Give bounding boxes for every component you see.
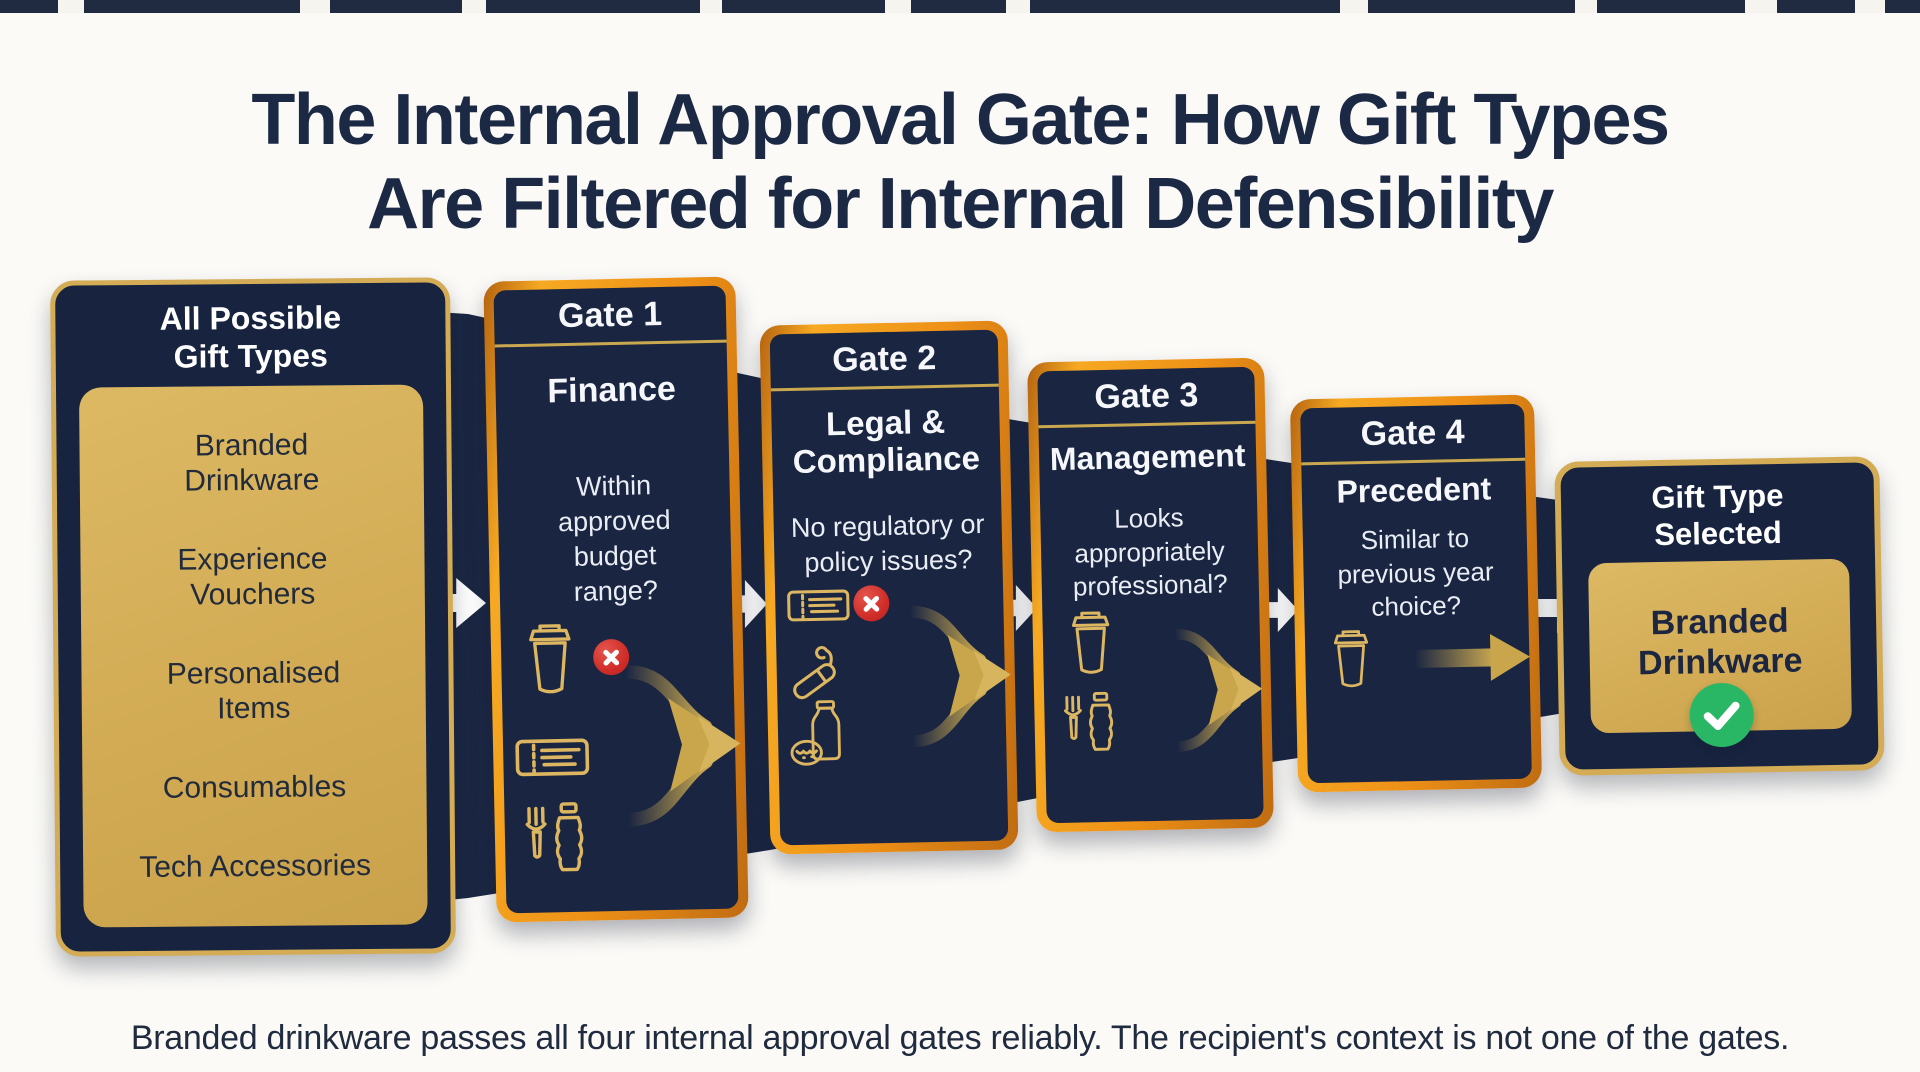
approve-check-icon <box>1688 682 1754 748</box>
result-header-line-2: Selected <box>1653 514 1783 552</box>
list-item: Consumables <box>162 770 347 805</box>
gate-3-question: Looks appropriately professional? <box>1072 502 1228 603</box>
result-box: Gift Type Selected Branded Drinkware <box>1554 456 1885 776</box>
gate-3: Gate 3 Management Looks appropriately pr… <box>1027 357 1274 833</box>
source-box-header: All Possible Gift Types <box>55 298 446 377</box>
fork-bottle-icon <box>518 800 596 896</box>
reject-x-icon <box>852 585 890 622</box>
gift-type-list: Branded Drinkware Experience Vouchers Pe… <box>78 384 428 928</box>
gold-divider <box>494 339 727 348</box>
personalised-item-icon <box>786 638 853 705</box>
pass-arrow-graphic <box>1414 634 1531 682</box>
gold-divider <box>770 383 999 392</box>
gate-2-graphics <box>775 577 1011 846</box>
gate-4-department: Precedent <box>1336 470 1492 510</box>
title-line-1: The Internal Approval Gate: How Gift Typ… <box>251 80 1670 161</box>
gate-4-graphics <box>1305 622 1532 783</box>
source-header-line-1: All Possible <box>159 299 342 337</box>
source-header-line-2: Gift Types <box>173 337 328 375</box>
gate-2-department: Legal & Compliance <box>792 402 981 480</box>
source-box: All Possible Gift Types Branded Drinkwar… <box>50 277 456 957</box>
gate-2: Gate 2 Legal & Compliance No regulatory … <box>759 320 1019 855</box>
gate-1-label: Gate 1 <box>557 294 663 336</box>
gate-3-graphics <box>1042 601 1264 823</box>
list-item: Personalised Items <box>166 656 341 726</box>
gate-2-question: No regulatory or policy issues? <box>790 508 985 578</box>
result-header-line-1: Gift Type <box>1651 477 1784 516</box>
gate-1-department: Finance <box>546 369 677 411</box>
merge-arrow-graphic <box>618 665 741 828</box>
gold-divider <box>1301 457 1526 466</box>
gate-4-label: Gate 4 <box>1360 412 1465 454</box>
list-item: Experience Vouchers <box>177 542 328 612</box>
caption: Branded drinkware passes all four intern… <box>130 1019 1790 1057</box>
gate-1-question: Within approved budget range? <box>557 470 671 608</box>
ticket-icon <box>513 730 592 786</box>
fork-bottle-icon <box>1058 690 1124 771</box>
gate-1-graphics <box>500 607 741 913</box>
merge-arrow-graphic <box>904 605 1011 748</box>
bottle-cookie-icon <box>781 698 860 772</box>
title-line-2: Are Filtered for Internal Defensibility <box>367 164 1554 245</box>
cup-icon <box>1327 625 1376 692</box>
list-item: Tech Accessories <box>139 848 372 884</box>
page-title: The Internal Approval Gate: How Gift Typ… <box>0 78 1920 246</box>
selected-gift-value: Branded Drinkware <box>1637 601 1803 683</box>
gate-4-question: Similar to previous year choice? <box>1337 522 1494 623</box>
top-edge-strip <box>0 0 1920 13</box>
gold-divider <box>1038 420 1256 429</box>
gate-1: Gate 1 Finance Within approved budget ra… <box>483 276 749 923</box>
gate-3-label: Gate 3 <box>1093 375 1199 417</box>
gate-4: Gate 4 Precedent Similar to previous yea… <box>1289 394 1543 793</box>
list-item: Branded Drinkware <box>184 428 320 498</box>
ticket-icon <box>785 582 852 629</box>
cup-icon <box>1064 606 1117 679</box>
gate-2-label: Gate 2 <box>831 338 937 380</box>
merge-arrow-graphic <box>1169 629 1263 753</box>
gate-3-department: Management <box>1049 436 1246 478</box>
result-box-header: Gift Type Selected <box>1561 476 1875 555</box>
cup-icon <box>520 618 580 699</box>
